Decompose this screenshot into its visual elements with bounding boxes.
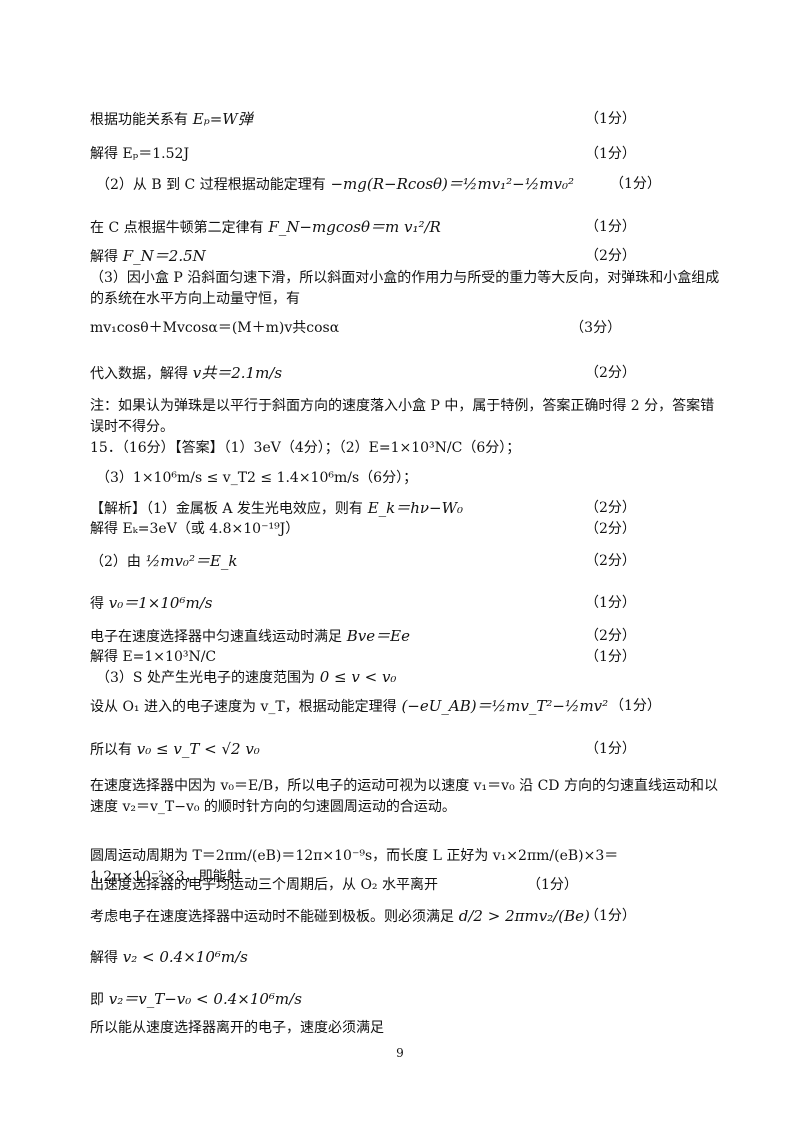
score-label: （1分）: [585, 595, 636, 611]
line-text: 解得 Eₖ=3eV（或 4.8×10⁻¹⁹J）: [90, 521, 300, 537]
line-text: 即: [90, 992, 104, 1008]
text-line: （3）S 处产生光电子的速度范围为 0 ≤ v < v₀: [96, 668, 716, 687]
score-label: （2分）: [585, 500, 636, 516]
line-text: 解得 E=1×10³N/C: [90, 649, 217, 665]
text-line: 解得 E=1×10³N/C: [90, 648, 710, 666]
text-line: 解得 Eₚ＝1.52J: [90, 145, 710, 163]
line-text: （2）由: [90, 554, 141, 570]
text-line: 所以有 v₀ ≤ v_T < √2 v₀: [90, 740, 710, 759]
score-label: （1分）: [610, 176, 661, 192]
score-label: （1分）: [585, 146, 636, 162]
score-label: （2分）: [585, 248, 636, 264]
equation: d/2 > 2πmv₂/(Be): [454, 907, 590, 925]
text-line: 【解析】（1）金属板 A 发生光电效应，则有 E_k＝hν−W₀: [90, 499, 710, 518]
equation: (−eU_AB)＝½mv_T²−½mv²: [396, 697, 609, 715]
text-line: 解得 v₂ < 0.4×10⁶m/s: [90, 948, 710, 967]
line-text: 在 C 点根据牛顿第二定律有: [90, 220, 264, 236]
text-line: 即 v₂＝v_T−v₀ < 0.4×10⁶m/s: [90, 990, 710, 1009]
line-text: 出速度选择器的电子均运动三个周期后，从 O₂ 水平离开: [90, 877, 438, 893]
equation: v₂＝v_T−v₀ < 0.4×10⁶m/s: [104, 990, 302, 1008]
line-text: 电子在速度选择器中匀速直线运动时满足: [90, 629, 342, 645]
score-label: （1分）: [585, 219, 636, 235]
equation: ½mv₀²＝E_k: [140, 552, 238, 570]
equation: Bve＝Ee: [342, 627, 410, 645]
score-label: （1分）: [585, 649, 636, 665]
score-label: （1分）: [610, 698, 661, 714]
text-line: 出速度选择器的电子均运动三个周期后，从 O₂ 水平离开: [90, 876, 710, 894]
score-label: （1分）: [585, 741, 636, 757]
paragraph: 15．（16分）【答案】（1）3eV（4分）；（2）E=1×10³N/C（6分）…: [90, 440, 521, 456]
text-line: 解得 F_N＝2.5N: [90, 247, 710, 266]
line-text: 解得 Eₚ＝1.52J: [90, 146, 190, 162]
line-text: 得: [90, 596, 104, 612]
equation: v共＝2.1m/s: [188, 364, 283, 382]
line-text: 解得: [90, 950, 118, 966]
line-text: 考虑电子在速度选择器中运动时不能碰到极板。则必须满足: [90, 909, 454, 925]
line-text: 解得: [90, 249, 118, 265]
text-line: 电子在速度选择器中匀速直线运动时满足 Bve＝Ee: [90, 627, 710, 646]
equation: Eₚ=W弹: [188, 110, 253, 128]
equation: E_k＝hν−W₀: [362, 499, 464, 517]
line-text: （2）从 B 到 C 过程根据动能定理有: [96, 177, 326, 193]
line-text: 根据功能关系有: [90, 112, 188, 128]
text-line: （2）由 ½mv₀²＝E_k: [90, 552, 710, 571]
text-line: 考虑电子在速度选择器中运动时不能碰到极板。则必须满足 d/2 > 2πmv₂/(…: [90, 907, 710, 926]
text-line: 得 v₀＝1×10⁶m/s: [90, 594, 710, 613]
line-text: （3）1×10⁶m/s ≤ v_T2 ≤ 1.4×10⁶m/s（6分）；: [96, 470, 418, 486]
page-number: 9: [396, 1046, 404, 1060]
equation: −mg(R−Rcosθ)＝½mv₁²−½mv₀²: [325, 175, 574, 193]
equation: F_N−mgcosθ＝m v₁²/R: [263, 218, 441, 236]
line-text: （3）S 处产生光电子的速度范围为: [96, 670, 315, 686]
paragraph: 注：如果认为弹珠是以平行于斜面方向的速度落入小盒 P 中，属于特例，答案正确时得…: [90, 398, 715, 435]
equation: v₂ < 0.4×10⁶m/s: [118, 948, 248, 966]
equation: v₀ ≤ v_T < √2 v₀: [132, 740, 260, 758]
paragraph: 在速度选择器中因为 v₀＝E/B，所以电子的运动可视为以速度 v₁＝v₀ 沿 C…: [90, 778, 718, 815]
text-line: 根据功能关系有 Eₚ=W弹: [90, 110, 710, 129]
score-label: （2分）: [585, 365, 636, 381]
score-label: （1分）: [585, 908, 636, 924]
paragraph: 圆周运动周期为 T＝2πm/(eB)＝12π×10⁻⁹s，而长度 L 正好为 v…: [90, 848, 619, 885]
line-text: 【解析】（1）金属板 A 发生光电效应，则有: [90, 501, 363, 517]
equation: v₀＝1×10⁶m/s: [104, 594, 213, 612]
text-line: 设从 O₁ 进入的电子速度为 v_T，根据动能定理得 (−eU_AB)＝½mv_…: [90, 697, 710, 716]
text-line: 代入数据，解得 v共＝2.1m/s: [90, 364, 710, 383]
text-line: 所以能从速度选择器离开的电子，速度必须满足: [90, 1019, 710, 1037]
score-label: （1分）: [585, 111, 636, 127]
equation: 0 ≤ v < v₀: [314, 668, 397, 686]
score-label: （1分）: [527, 877, 578, 893]
equation: F_N＝2.5N: [118, 247, 206, 265]
score-label: （2分）: [585, 553, 636, 569]
text-line: （3）1×10⁶m/s ≤ v_T2 ≤ 1.4×10⁶m/s（6分）；: [96, 469, 716, 487]
line-text: 代入数据，解得: [90, 366, 188, 382]
line-text: 设从 O₁ 进入的电子速度为 v_T，根据动能定理得: [90, 699, 397, 715]
line-text: 所以能从速度选择器离开的电子，速度必须满足: [90, 1020, 384, 1036]
line-text: 所以有: [90, 742, 132, 758]
score-label: （2分）: [585, 628, 636, 644]
text-line: 解得 Eₖ=3eV（或 4.8×10⁻¹⁹J）: [90, 520, 710, 538]
score-label: （2分）: [585, 521, 636, 537]
paragraph: （3）因小盒 P 沿斜面匀速下滑，所以斜面对小盒的作用力与所受的重力等大反向，对…: [90, 270, 720, 307]
text-line: （2）从 B 到 C 过程根据动能定理有 −mg(R−Rcosθ)＝½mv₁²−…: [96, 175, 716, 194]
paragraph: mv₁cosθ＋Mvcosα＝(M＋m)v共cosα （3分）: [90, 320, 622, 336]
text-line: 在 C 点根据牛顿第二定律有 F_N−mgcosθ＝m v₁²/R: [90, 218, 710, 237]
